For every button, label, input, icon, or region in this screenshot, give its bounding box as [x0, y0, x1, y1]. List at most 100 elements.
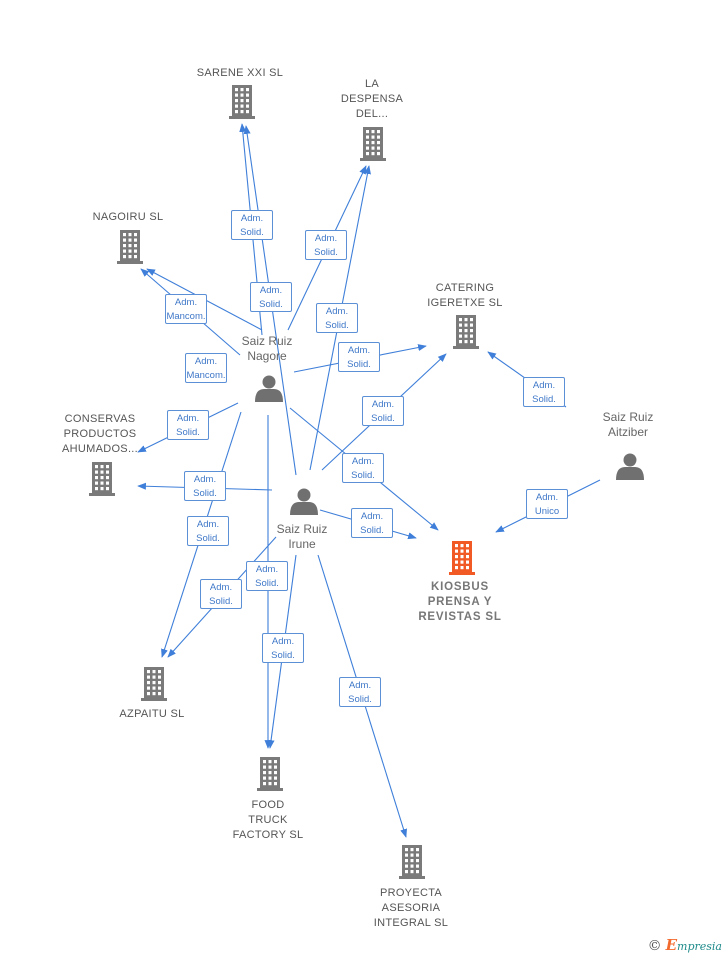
building-icon[interactable]	[257, 757, 283, 791]
company-label-line: CATERING	[435, 282, 495, 294]
company-label-line: PROYECTA	[379, 887, 443, 899]
building-icon[interactable]	[360, 127, 386, 161]
edge-role-label[interactable]: Adm. Solid.	[246, 561, 288, 591]
brand-initial: E	[665, 936, 678, 954]
person-icon[interactable]	[290, 488, 318, 516]
company-label-sarene[interactable]: SARENE XXI SL	[197, 66, 283, 81]
role-type: Adm.	[532, 380, 556, 391]
person-label-line: Irune	[288, 537, 316, 551]
role-type: Adm.	[196, 519, 220, 530]
company-label-kiosbus[interactable]: KIOSBUS PRENSA Y REVISTAS SL	[418, 580, 501, 625]
role-mode: Solid.	[209, 596, 233, 607]
edge-role-label[interactable]: Adm. Solid.	[262, 633, 304, 663]
building-icon[interactable]	[89, 462, 115, 496]
edge-role-label[interactable]: Adm. Solid.	[523, 377, 565, 407]
edge-role-label[interactable]: Adm. Solid.	[187, 516, 229, 546]
company-label-line: NAGOIRU SL	[92, 211, 164, 223]
company-label-azpaitu[interactable]: AZPAITU SL	[119, 707, 184, 722]
building-icon[interactable]	[117, 230, 143, 264]
role-type: Adm.	[535, 492, 559, 503]
edge-role-label[interactable]: Adm. Mancom.	[185, 353, 227, 383]
role-type: Adm.	[371, 399, 395, 410]
company-label-proyecta[interactable]: PROYECTA ASESORIA INTEGRAL SL	[374, 886, 448, 931]
edge-role-label[interactable]: Adm.Solid.	[342, 453, 384, 483]
person-icon[interactable]	[255, 375, 283, 403]
role-mode: Unico	[534, 506, 560, 517]
role-type: Adm.	[271, 636, 295, 647]
role-type: Adm.	[209, 582, 233, 593]
company-label-line: IGERETXE SL	[427, 297, 503, 309]
role-mode: Solid.	[347, 359, 371, 370]
role-mode: Solid.	[371, 413, 395, 424]
role-mode: Solid.	[348, 694, 372, 705]
building-icon[interactable]	[453, 315, 479, 349]
edge-role-label[interactable]: Adm. Unico	[526, 489, 568, 519]
edge-role-label[interactable]: Adm. Mancom.	[165, 294, 207, 324]
role-mode: Solid.	[193, 488, 217, 499]
role-type: Adm.	[259, 285, 283, 296]
edge-role-label[interactable]: Adm.Solid.	[316, 303, 358, 333]
role-mode: Solid.	[240, 227, 264, 238]
edge-role-label[interactable]: Adm.Solid.	[250, 282, 292, 312]
role-mode: Solid.	[314, 247, 338, 258]
building-icon[interactable]	[449, 541, 475, 575]
role-type: Adm.	[174, 297, 198, 308]
edge-role-label[interactable]: Adm. Solid.	[231, 210, 273, 240]
company-label-line: DEL...	[355, 108, 389, 120]
edge-role-label[interactable]: Adm. Solid.	[305, 230, 347, 260]
role-mode: Solid.	[255, 578, 279, 589]
role-type: Adm.	[314, 233, 338, 244]
company-label-nagoiru[interactable]: NAGOIRU SL	[93, 210, 164, 225]
edge-role-label[interactable]: Adm. Solid.	[200, 579, 242, 609]
company-label-line: INTEGRAL SL	[373, 917, 449, 929]
company-label-line: AZPAITU SL	[119, 708, 185, 720]
role-type: Adm.	[193, 474, 217, 485]
role-mode: Solid.	[176, 427, 200, 438]
building-icon[interactable]	[399, 845, 425, 879]
company-label-line: ASESORIA	[381, 902, 441, 914]
company-label-line: FACTORY SL	[232, 829, 304, 841]
role-type: Adm.	[255, 564, 279, 575]
person-label-line: Saiz Ruiz	[602, 410, 654, 424]
brand-name: mpresia	[677, 940, 722, 953]
role-type: Adm.	[360, 511, 384, 522]
building-icon[interactable]	[229, 85, 255, 119]
building-icon[interactable]	[141, 667, 167, 701]
edge-role-label[interactable]: Adm. Solid.	[338, 342, 380, 372]
person-icon[interactable]	[616, 453, 644, 481]
role-mode: Solid.	[325, 320, 349, 331]
role-mode: Solid.	[196, 533, 220, 544]
role-type: Adm.	[194, 356, 218, 367]
company-label-line: PRENSA Y	[427, 596, 493, 608]
company-label-line: KIOSBUS	[430, 581, 489, 593]
company-label-line: FOOD	[251, 799, 285, 811]
person-label-line: Saiz Ruiz	[276, 522, 328, 536]
edge-role-label[interactable]: Adm. Solid.	[362, 396, 404, 426]
company-label-line: PRODUCTOS	[63, 428, 137, 440]
edge-role-label[interactable]: Adm.Solid.	[167, 410, 209, 440]
copyright-symbol: ©	[647, 938, 662, 954]
edge-role-label[interactable]: Adm. Solid.	[184, 471, 226, 501]
role-mode: Solid.	[271, 650, 295, 661]
role-mode: Mancom.	[186, 370, 226, 381]
empresia-logo: ©Empresia	[648, 936, 722, 954]
role-type: Adm.	[240, 213, 264, 224]
company-label-catering[interactable]: CATERING IGERETXE SL	[427, 281, 502, 311]
company-label-line: LA	[364, 78, 380, 90]
person-label-line: Nagore	[247, 349, 287, 363]
edge-role-label[interactable]: Adm. Solid.	[339, 677, 381, 707]
company-label-line: DESPENSA	[340, 93, 404, 105]
role-mode: Mancom.	[166, 311, 206, 322]
edge-role-label[interactable]: Adm.Solid.	[351, 508, 393, 538]
company-label-line: REVISTAS SL	[418, 611, 502, 623]
role-type: Adm.	[347, 345, 371, 356]
role-type: Adm.	[348, 680, 372, 691]
company-label-line: CONSERVAS	[64, 413, 136, 425]
company-label-despensa[interactable]: LA DESPENSA DEL...	[341, 77, 403, 122]
role-mode: Solid.	[532, 394, 556, 405]
